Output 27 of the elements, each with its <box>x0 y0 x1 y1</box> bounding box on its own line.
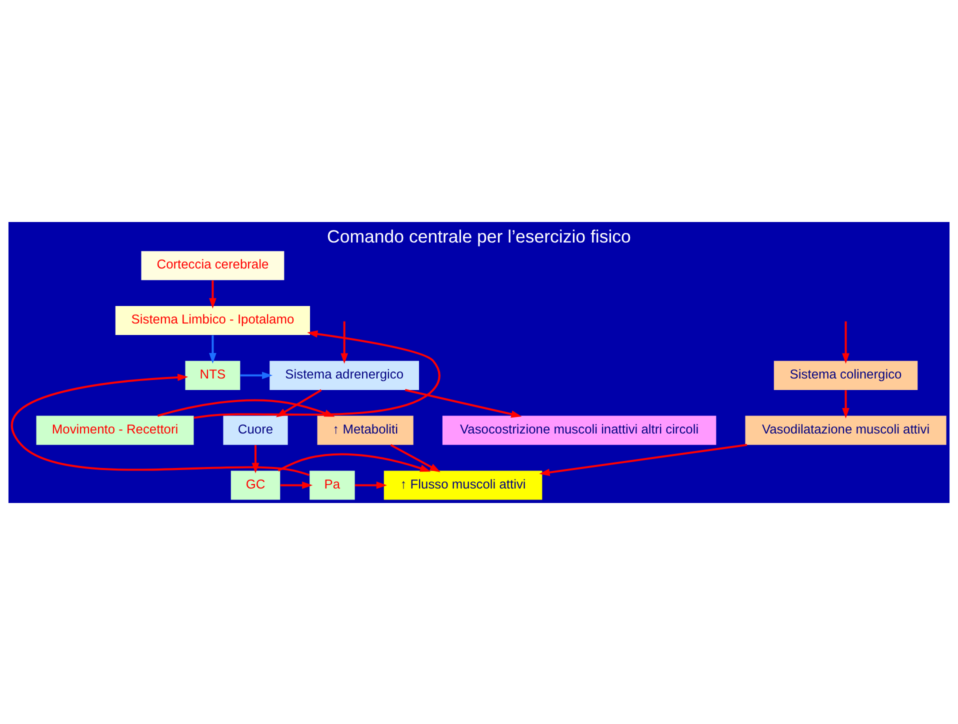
node-box: NTS <box>185 360 240 390</box>
node-box: Sistema adrenergico <box>270 360 420 390</box>
arrow <box>539 443 748 476</box>
node-box: Pa <box>310 470 355 500</box>
arrow <box>240 371 273 379</box>
arrow <box>280 481 313 488</box>
node-box: Corteccia cerebrale <box>141 250 284 280</box>
arrow <box>340 320 348 364</box>
node-box: Vasodilatazione muscoli attivi <box>745 415 946 444</box>
arrow <box>278 452 431 472</box>
arrow <box>404 388 522 418</box>
node-box: ↑ Metaboliti <box>317 415 414 444</box>
arrow <box>11 373 310 476</box>
node-box: Sistema Limbico - Ipotalamo <box>115 305 310 335</box>
arrow <box>390 444 440 472</box>
arrow <box>209 280 216 308</box>
arrow <box>209 334 216 364</box>
diagram-title: Comando centrale per l’esercizio fisico <box>327 226 631 246</box>
node-box: Vasocostrizione muscoli inattivi altri circoli <box>442 415 716 444</box>
arrow <box>842 320 850 364</box>
node-box: Sistema colinergico <box>774 360 918 390</box>
arrow <box>842 390 850 418</box>
node-box: Cuore <box>223 415 288 444</box>
arrow <box>354 481 387 488</box>
node-box: GC <box>230 470 280 500</box>
node-box: ↑ Flusso muscoli attivi <box>384 470 542 500</box>
node-box: Movimento - Recettori <box>36 415 194 444</box>
